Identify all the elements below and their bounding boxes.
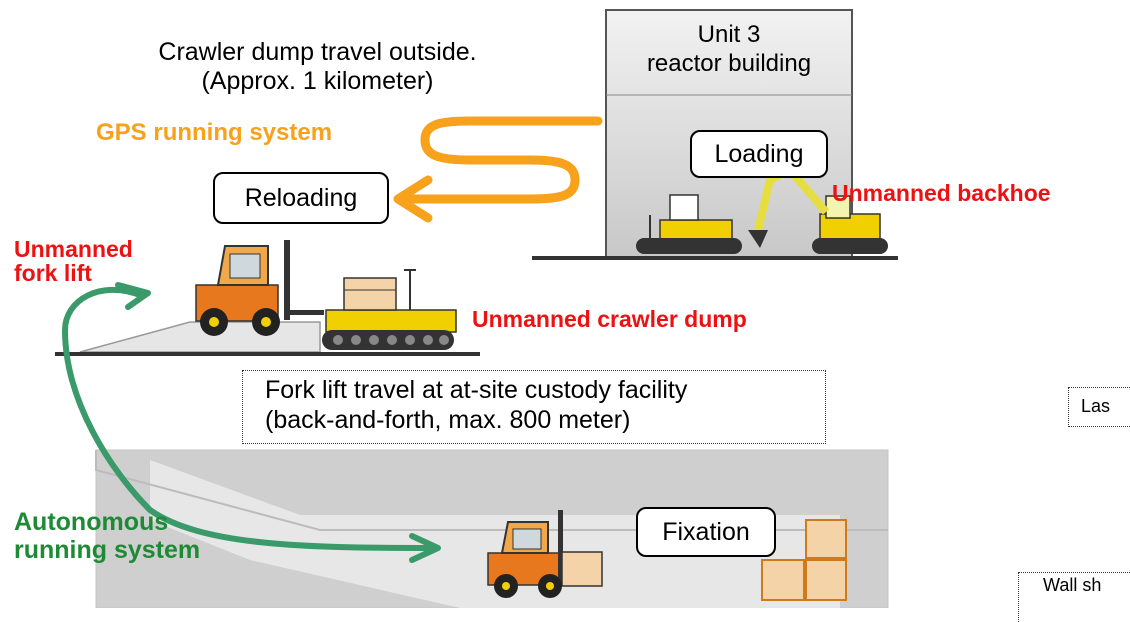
unmanned-crawler-dump-label: Unmanned crawler dump [472, 306, 747, 332]
autonomous-route-arrows [61, 282, 441, 563]
forklift-travel-line1: Fork lift travel at at-site custody faci… [265, 376, 688, 404]
loading-box: Loading [690, 130, 828, 178]
gps-running-system-label: GPS running system [96, 119, 333, 146]
gps-route-arrow [393, 116, 603, 223]
forklift-label-line1: Unmanned [14, 236, 133, 262]
crawler-travel-caption: Crawler dump travel outside. (Approx. 1 … [110, 38, 525, 96]
reloading-box: Reloading [213, 172, 389, 224]
ramp-forklift [195, 240, 324, 336]
unmanned-backhoe-label: Unmanned backhoe [832, 180, 1051, 206]
building-title-line2: reactor building [646, 50, 812, 77]
building-crawler-dump [636, 194, 742, 254]
crawler-travel-line1: Crawler dump travel outside. [158, 38, 477, 66]
building-title-line1: Unit 3 [697, 21, 761, 48]
wall-caption-cutoff: Wall sh [1018, 572, 1130, 622]
forklift-travel-caption: Fork lift travel at at-site custody faci… [242, 370, 826, 444]
autonomous-running-system-label: Autonomous running system [14, 508, 200, 564]
autonomous-label-line2: running system [14, 536, 201, 564]
forklift-label-line2: fork lift [14, 260, 92, 286]
stacked-cargo-boxes [761, 519, 847, 601]
fixation-box: Fixation [636, 507, 776, 557]
laser-caption-text: Las [1081, 396, 1111, 416]
reactor-building-title: Unit 3 reactor building [606, 20, 852, 78]
crawler-dump-machine [322, 269, 457, 350]
autonomous-label-line1: Autonomous [14, 508, 169, 536]
forklift-travel-line2: (back-and-forth, max. 800 meter) [265, 406, 631, 434]
facility-forklift [487, 510, 603, 598]
unmanned-forklift-label: Unmanned fork lift [14, 237, 133, 285]
crawler-travel-line2: (Approx. 1 kilometer) [201, 67, 434, 95]
laser-caption-cutoff: Las [1068, 387, 1130, 427]
wall-caption-text: Wall sh [1043, 575, 1102, 595]
